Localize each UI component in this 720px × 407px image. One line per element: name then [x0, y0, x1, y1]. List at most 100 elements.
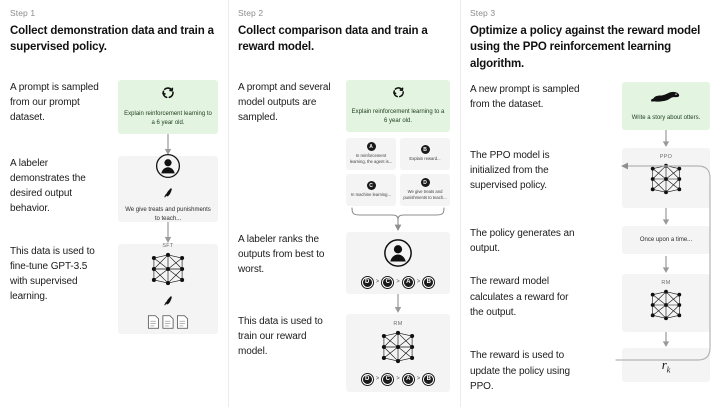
step-3-title: Optimize a policy against the reward mod…: [470, 25, 701, 70]
step-3-reward-box: rk: [622, 348, 710, 383]
step-2-reward-model-box: RM: [346, 313, 450, 392]
neural-net-icon: [376, 329, 420, 370]
rank-separator: >: [416, 279, 421, 286]
arrow-down-icon: [622, 129, 710, 148]
rank-badge: A: [401, 372, 415, 386]
step-1-caption-2: A labeler demonstrates the desired outpu…: [10, 157, 86, 215]
step-2-prompt-box: Explain reinforcement learning to a 6 ye…: [346, 79, 450, 132]
step-3-policy-label: PPO: [659, 154, 673, 161]
output-badge: D: [420, 178, 430, 188]
output-box-c: C In machine learning...: [346, 173, 396, 206]
step-3-output-text: Once upon a time...: [639, 236, 693, 243]
rank-separator: >: [375, 376, 380, 383]
step-3-output-box: Once upon a time...: [622, 225, 710, 254]
step-3-policy-row: The PPO model is initialized from the su…: [470, 147, 710, 208]
column-divider-2: [460, 0, 461, 407]
step-3-prompt-row: A new prompt is sampled from the dataset…: [470, 81, 710, 130]
step-1-caption-1: A prompt is sampled from our prompt data…: [10, 81, 99, 124]
step-3-column: Step 3 Optimize a policy against the rew…: [460, 0, 720, 407]
pen-icon: [163, 293, 173, 311]
rank-badge: B: [422, 275, 436, 289]
rank-badge: D: [360, 275, 374, 289]
step-2-prompt-row: A prompt and several model outputs are s…: [238, 79, 450, 132]
output-box-d: D We give treats and punishments to teac…: [400, 173, 450, 206]
step-2-rm-row: This data is used to train our reward mo…: [238, 313, 450, 392]
step-3-caption-1: A new prompt is sampled from the dataset…: [470, 83, 580, 111]
output-text: In reinforcement learning, the agent is.…: [349, 153, 393, 165]
output-text: In machine learning...: [350, 192, 392, 198]
step-1-label: Step 1: [10, 8, 36, 18]
step-1-labeler-text: We give treats and punishments to teach.…: [125, 207, 211, 223]
step-3-label: Step 3: [470, 8, 496, 18]
step-3-arrow-4-row: [470, 332, 710, 348]
step-1-prompt-text: Explain reinforcement learning to a 6 ye…: [124, 111, 212, 127]
arrow-down-icon: [622, 332, 710, 348]
step-3-arrow-1-row: [470, 129, 710, 148]
otter-icon: [650, 90, 682, 110]
output-badge: B: [420, 145, 430, 155]
step-2-ranking-row: A labeler ranks the outputs from best to…: [238, 231, 450, 294]
step-1-arrow-1-row: [10, 133, 218, 156]
rank-badge: C: [381, 275, 395, 289]
output-badge: C: [366, 181, 376, 191]
rank-separator: >: [375, 279, 380, 286]
step-2-rm-label: RM: [393, 320, 403, 327]
step-1-column: Step 1 Collect demonstration data and tr…: [0, 0, 228, 407]
step-3-caption-2: The PPO model is initialized from the su…: [470, 149, 550, 192]
step-3-rm-label: RM: [661, 279, 671, 286]
rank-separator: >: [416, 376, 421, 383]
arrow-down-icon: [346, 293, 450, 314]
rank-separator: >: [396, 376, 400, 383]
step-2-caption-2: A labeler ranks the outputs from best to…: [238, 233, 325, 276]
step-3-caption-5: The reward is used to update the policy …: [470, 350, 570, 392]
step-2-brace-row: [238, 206, 450, 232]
step-3-reward-row: The reward is used to update the policy …: [470, 348, 710, 394]
step-1-caption-3: This data is used to fine-tune GPT-3.5 w…: [10, 245, 95, 303]
step-2-output-grid: A In reinforcement learning, the agent i…: [346, 137, 450, 206]
step-1-model-label: SFT: [162, 242, 174, 249]
step-3-prompt-text: Write a story about otters.: [631, 114, 701, 121]
step-2-caption-1: A prompt and several model outputs are s…: [238, 81, 331, 124]
step-2-arrow-row: [238, 293, 450, 314]
recycle-icon: [391, 85, 406, 105]
step-2-ranking-box: D > C > A > B: [346, 231, 450, 294]
recycle-icon: [160, 85, 176, 106]
step-1-model-box: SFT: [118, 242, 218, 335]
person-icon: [383, 238, 413, 273]
step-1-sft-row: This data is used to fine-tune GPT-3.5 w…: [10, 242, 218, 335]
rank-separator: >: [396, 279, 400, 286]
step-2-label: Step 2: [238, 8, 264, 18]
step-2-title: Collect comparison data and train a rewa…: [238, 25, 428, 54]
step-3-caption-4: The reward model calculates a reward for…: [470, 276, 569, 318]
pen-icon: [163, 185, 173, 203]
reward-symbol: rk: [661, 356, 671, 375]
arrow-down-icon: [118, 221, 218, 244]
step-1-prompt-box: Explain reinforcement learning to a 6 ye…: [118, 79, 218, 134]
step-1-labeler-row: A labeler demonstrates the desired outpu…: [10, 154, 218, 223]
arrow-down-icon: [118, 133, 218, 156]
output-badge: A: [366, 142, 376, 152]
output-box-a: A In reinforcement learning, the agent i…: [346, 137, 396, 170]
rank-badge: D: [360, 372, 374, 386]
step-3-reward-model-box: RM: [622, 274, 710, 333]
rank-badge: A: [401, 275, 415, 289]
step-2-outputs-row: A In reinforcement learning, the agent i…: [238, 137, 450, 206]
step-1-arrow-2-row: [10, 221, 218, 244]
step-1-labeler-box: We give treats and punishments to teach.…: [118, 154, 218, 223]
rank-badge: C: [381, 372, 395, 386]
neural-net-icon: [146, 251, 190, 292]
output-text: Explain reward...: [409, 156, 441, 162]
neural-net-icon: [645, 162, 687, 201]
step-3-caption-3: The policy generates an output.: [470, 227, 575, 255]
step-3-arrow-3-row: [470, 256, 710, 274]
output-text: We give treats and punishments to teach.…: [403, 189, 447, 201]
step-3-prompt-box: Write a story about otters.: [622, 81, 710, 130]
column-divider-1: [228, 0, 229, 407]
step-3-arrow-2-row: [470, 207, 710, 226]
ranking-order: D > C > A > B: [360, 275, 436, 289]
neural-net-icon: [645, 288, 687, 327]
documents-icon: [146, 314, 190, 335]
converge-brace-icon: [346, 206, 450, 232]
arrow-down-icon: [622, 256, 710, 274]
